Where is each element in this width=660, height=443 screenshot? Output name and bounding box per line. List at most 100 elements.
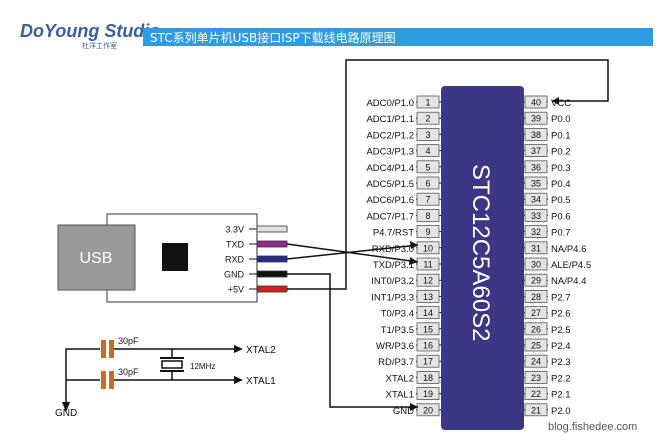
usb-pin-label: GND	[224, 270, 245, 280]
right-pin-number: 28	[531, 292, 541, 302]
left-pin-group: 1ADC0/P1.02ADC1/P1.13ADC2/P1.24ADC3/P1.3…	[366, 95, 441, 417]
left-pin-number: 9	[425, 227, 430, 237]
left-pin-number: 18	[423, 373, 433, 383]
right-pin-label: NA/P4.6	[551, 244, 586, 255]
right-pin-label: P0.2	[551, 147, 571, 158]
right-pin-box	[524, 403, 548, 417]
arrow-gnd	[410, 403, 418, 411]
cap-top-label: 30pF	[118, 336, 139, 346]
left-pin-box	[416, 273, 440, 287]
left-pin-number: 1	[425, 98, 430, 108]
right-pin-number: 37	[531, 146, 541, 156]
left-pin-label: T1/P3.5	[381, 325, 414, 336]
left-pin-label: ADC3/P1.3	[366, 147, 414, 158]
usb-pin-wire	[256, 285, 288, 293]
right-pin-label: P2.4	[551, 341, 571, 352]
usb-chip	[162, 243, 188, 271]
right-pin-label: P2.5	[551, 325, 571, 336]
right-pin-box	[524, 192, 548, 206]
left-pin-box	[416, 306, 440, 320]
right-pin-number: 35	[531, 179, 541, 189]
right-pin-label: P0.0	[551, 114, 571, 125]
left-pin-box	[416, 387, 440, 401]
gnd-label: GND	[55, 408, 77, 419]
right-pin-number: 30	[531, 260, 541, 270]
right-pin-number: 29	[531, 276, 541, 286]
right-pin-box	[524, 144, 548, 158]
right-pin-box	[524, 208, 548, 222]
right-pin-label: P0.3	[551, 163, 571, 174]
left-pin-number: 6	[425, 179, 430, 189]
right-pin-number: 38	[531, 130, 541, 140]
left-pin-label: TXD/P3.1	[373, 260, 414, 271]
right-pin-label: P0.6	[551, 211, 571, 222]
logo-main: DoYoung Studio	[20, 21, 160, 41]
right-pin-box	[524, 257, 548, 271]
right-pin-number: 40	[531, 98, 541, 108]
crystal-body	[161, 360, 183, 369]
left-pin-label: ADC0/P1.0	[366, 98, 414, 109]
right-pin-number: 24	[531, 357, 541, 367]
left-pin-number: 19	[423, 389, 433, 399]
left-pin-number: 13	[423, 292, 433, 302]
left-pin-number: 11	[423, 260, 432, 270]
usb-pin-wire	[256, 255, 288, 263]
left-pin-number: 10	[423, 243, 433, 253]
left-pin-number: 8	[425, 211, 430, 221]
left-pin-number: 7	[425, 195, 430, 205]
right-pin-box	[524, 273, 548, 287]
usb-connector	[57, 224, 136, 291]
left-pin-label: ADC1/P1.1	[366, 114, 414, 125]
left-pin-number: 16	[423, 341, 433, 351]
xtal2-label: XTAL2	[246, 345, 276, 356]
right-pin-box	[524, 225, 548, 239]
right-pin-box	[524, 387, 548, 401]
title-bar	[143, 28, 653, 46]
right-pin-number: 39	[531, 114, 541, 124]
right-pin-number: 33	[531, 211, 541, 221]
left-pin-label: RD/P3.7	[378, 357, 414, 368]
left-pin-box	[416, 176, 440, 190]
right-pin-box	[524, 338, 548, 352]
right-pin-number: 22	[531, 389, 541, 399]
right-pin-box	[524, 160, 548, 174]
left-pin-label: T0/P3.4	[381, 309, 414, 320]
usb-pin-wire	[256, 270, 288, 278]
right-pin-label: ALE/P4.5	[551, 260, 591, 271]
left-pin-label: XTAL1	[386, 390, 414, 401]
left-pin-box	[416, 257, 440, 271]
left-pin-label: ADC2/P1.2	[366, 130, 414, 141]
right-pin-number: 32	[531, 227, 541, 237]
wire-cap-top-gnd	[65, 348, 100, 408]
logo-sub: 杜洋工作室	[82, 41, 117, 50]
right-pin-box	[524, 370, 548, 384]
left-pin-number: 2	[425, 114, 430, 124]
right-pin-number: 27	[531, 308, 541, 318]
vcc-arrow	[552, 97, 559, 105]
cap-top-plate-a	[101, 340, 106, 358]
left-pin-number: 3	[425, 130, 430, 140]
left-pin-box	[416, 403, 440, 417]
right-pin-number: 21	[531, 405, 541, 415]
right-pin-label: VCC	[551, 98, 571, 109]
right-pin-box	[524, 95, 548, 109]
title-text: STC系列单片机USB接口ISP下载线电路原理图	[150, 30, 396, 45]
xtal2-arrow	[234, 345, 243, 353]
left-pin-label: ADC7/P1.7	[366, 211, 414, 222]
left-pin-box	[416, 95, 440, 109]
left-pin-box	[416, 289, 440, 303]
left-pin-box	[416, 144, 440, 158]
right-pin-box	[524, 241, 548, 255]
right-pin-label: NA/P4.4	[551, 276, 586, 287]
left-pin-label: ADC5/P1.5	[366, 179, 414, 190]
usb-pin-label: +5V	[228, 285, 244, 295]
right-pin-box	[524, 354, 548, 368]
left-pin-box	[416, 370, 440, 384]
left-pin-box	[416, 192, 440, 206]
right-pin-number: 34	[531, 195, 541, 205]
wire-rxd-txd	[286, 244, 419, 260]
right-pin-label: P2.3	[551, 357, 571, 368]
